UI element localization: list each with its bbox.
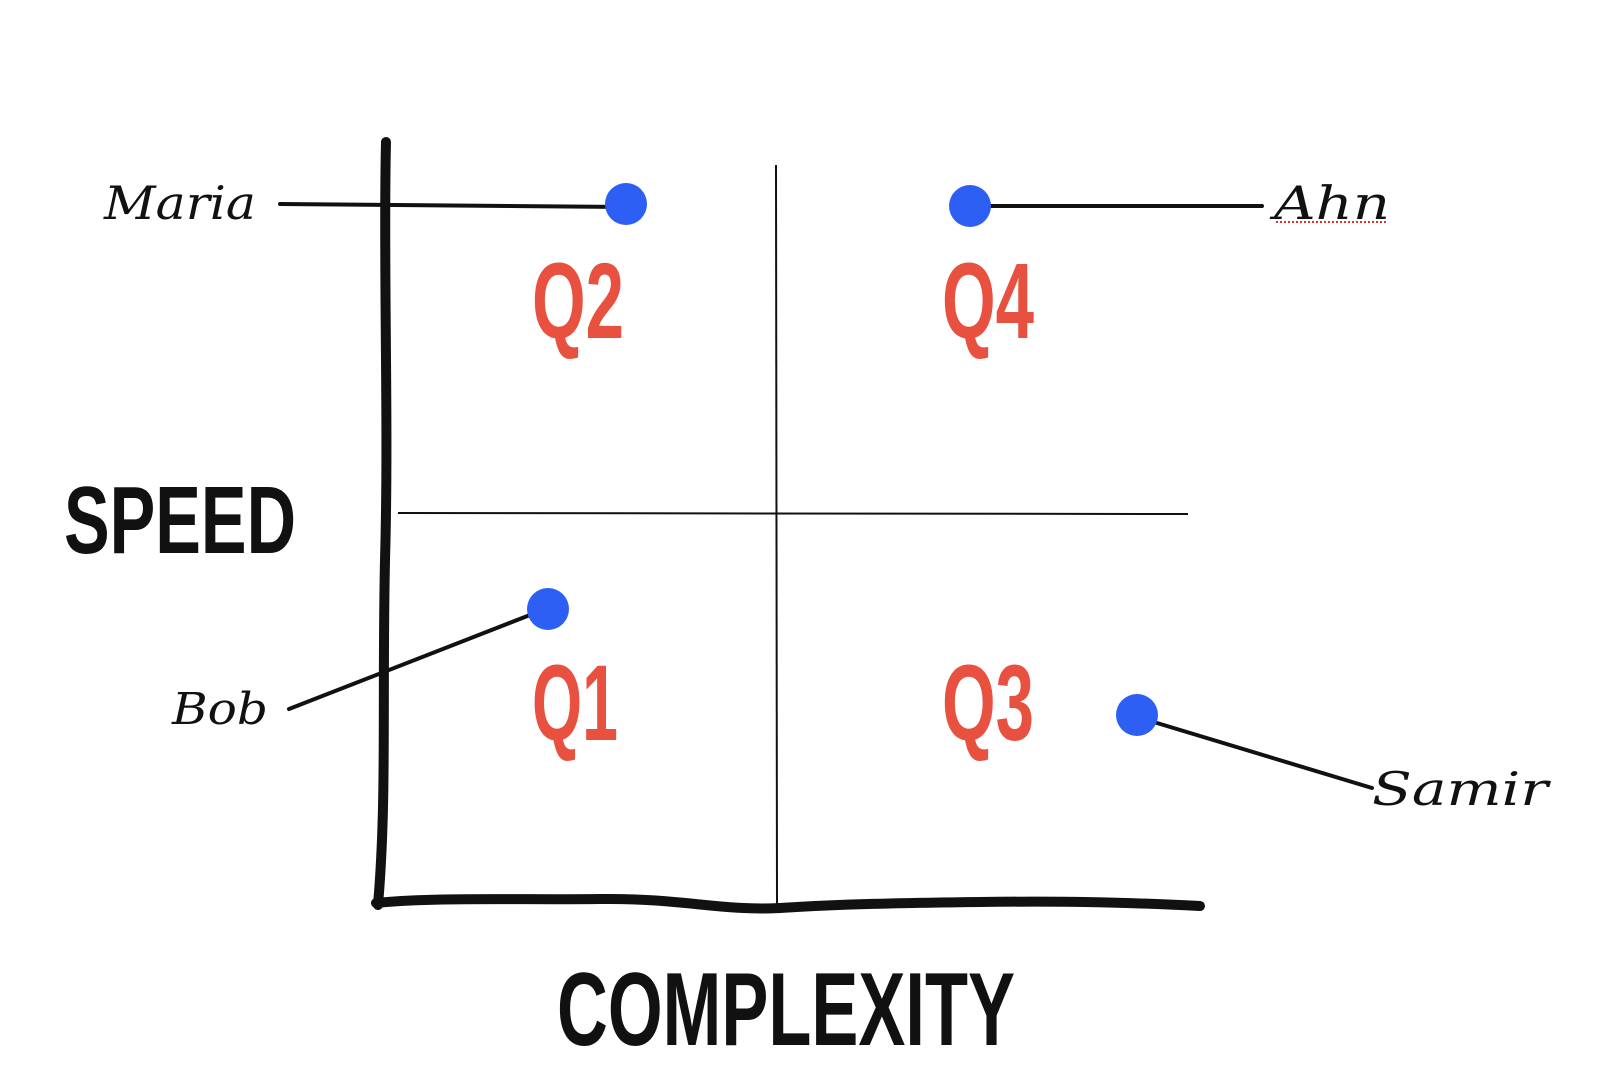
horizontal-divider bbox=[397, 512, 1189, 515]
point-ahn bbox=[949, 185, 991, 227]
y-axis-line bbox=[373, 137, 392, 910]
x-axis-title: COMPLEXITY bbox=[557, 952, 1015, 1068]
person-label-maria: Maria bbox=[103, 176, 256, 230]
person-label-samir: Samir bbox=[1372, 762, 1552, 816]
quadrant-label-q4: Q4 bbox=[942, 240, 1034, 361]
x-axis-line bbox=[371, 893, 1205, 914]
leader-line-samir bbox=[1155, 721, 1374, 790]
vertical-divider bbox=[775, 164, 778, 907]
point-samir bbox=[1116, 694, 1158, 736]
y-axis-title: SPEED bbox=[64, 467, 296, 574]
quadrant-label-q1: Q1 bbox=[532, 642, 618, 763]
person-label-bob: Bob bbox=[171, 684, 268, 735]
quadrant-label-q2: Q2 bbox=[532, 240, 624, 361]
leader-line-maria bbox=[278, 202, 628, 209]
point-maria bbox=[605, 183, 647, 225]
point-bob bbox=[527, 588, 569, 630]
quadrant-label-q3: Q3 bbox=[942, 642, 1034, 763]
leader-line-bob bbox=[287, 613, 532, 711]
